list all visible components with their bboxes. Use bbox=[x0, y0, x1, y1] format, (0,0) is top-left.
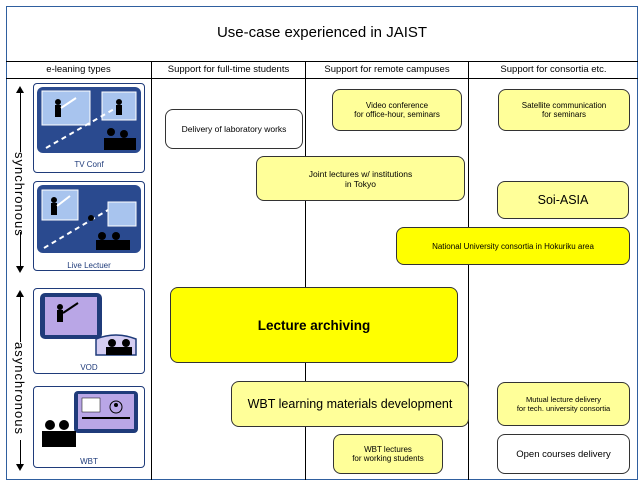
header-bottom-line bbox=[6, 78, 638, 79]
mutual-lecture-box: Mutual lecture delivery for tech. univer… bbox=[497, 382, 630, 426]
async-arrow-down bbox=[16, 464, 24, 471]
live-lecturer-label: Live Lectuer bbox=[67, 261, 111, 270]
sync-arrow-down bbox=[16, 266, 24, 273]
national-consortia-box: National University consortia in Hokurik… bbox=[396, 227, 630, 265]
lab-works-box: Delivery of laboratory works bbox=[165, 109, 303, 149]
header-consortia: Support for consortia etc. bbox=[500, 64, 607, 75]
header-full-time-students: Support for full-time students bbox=[167, 64, 290, 75]
soi-asia-box: Soi-ASIA bbox=[497, 181, 629, 219]
sync-arrow-line-bottom bbox=[20, 232, 21, 268]
async-arrow-up bbox=[16, 290, 24, 297]
header-remote-campuses: Support for remote campuses bbox=[324, 64, 450, 75]
live-lecturer-icon bbox=[37, 185, 141, 253]
column-divider-2 bbox=[305, 61, 306, 480]
header-top-line bbox=[6, 61, 638, 62]
wbt-lectures-box: WBT lectures for working students bbox=[333, 434, 443, 474]
video-conference-box: Video conference for office-hour, semina… bbox=[332, 89, 462, 131]
async-arrow-line-bottom bbox=[20, 440, 21, 466]
synchronous-label: synchronous bbox=[12, 152, 27, 237]
joint-lectures-box: Joint lectures w/ institutions in Tokyo bbox=[256, 156, 465, 201]
column-divider-3 bbox=[468, 61, 469, 480]
diagram-title: Use-case experienced in JAIST bbox=[216, 24, 428, 41]
vod-icon bbox=[40, 293, 137, 356]
wbt-label: WBT bbox=[80, 457, 98, 466]
lecture-archiving-box: Lecture archiving bbox=[170, 287, 458, 363]
tv-conf-label: TV Conf bbox=[74, 160, 104, 169]
vod-label: VOD bbox=[80, 363, 98, 372]
asynchronous-label: asynchronous bbox=[12, 342, 27, 435]
wbt-materials-box: WBT learning materials development bbox=[231, 381, 469, 427]
tv-conference-icon bbox=[37, 87, 141, 153]
tv-conf-card: TV Conf bbox=[33, 83, 145, 173]
open-courses-box: Open courses delivery bbox=[497, 434, 630, 474]
sync-arrow-line-top bbox=[20, 92, 21, 152]
wbt-card: WBT bbox=[33, 386, 145, 468]
outer-frame bbox=[6, 6, 638, 480]
header-elearning-types: e-leaning types bbox=[46, 64, 111, 75]
live-lecturer-card: Live Lectuer bbox=[33, 181, 145, 271]
async-arrow-line-top bbox=[20, 296, 21, 342]
sync-arrow-up bbox=[16, 86, 24, 93]
column-divider-1 bbox=[151, 61, 152, 480]
wbt-icon bbox=[42, 391, 138, 447]
satellite-communication-box: Satellite communication for seminars bbox=[498, 89, 630, 131]
vod-card: VOD bbox=[33, 288, 145, 374]
